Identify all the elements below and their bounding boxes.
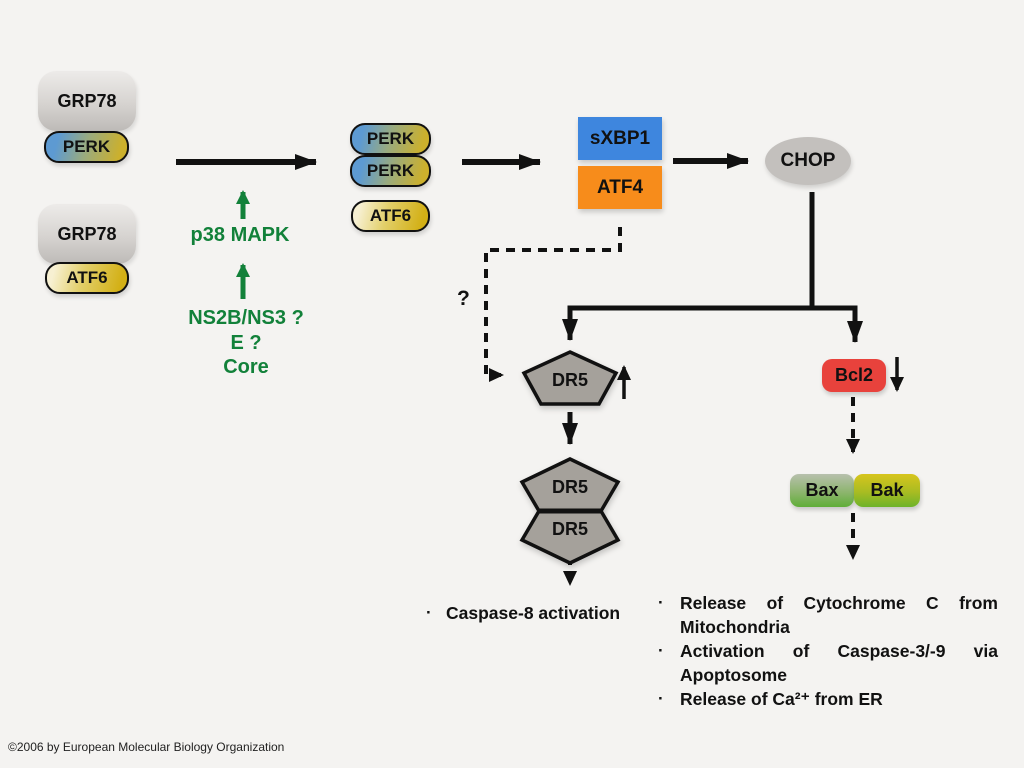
e-protein-label: E ? xyxy=(230,332,262,354)
copyright-notice: ©2006 by European Molecular Biology Orga… xyxy=(8,740,285,754)
p38-mapk-label: p38 MAPK xyxy=(190,224,290,246)
dr5-label: DR5 xyxy=(551,370,588,390)
list-bullet: · xyxy=(658,641,664,660)
ns2b-ns3-label: NS2B/NS3 ? xyxy=(188,307,304,329)
uncertainty-question-mark: ? xyxy=(457,287,470,310)
caspase8-text: Caspase-8 activation xyxy=(446,603,621,623)
atf4-box: ATF4 xyxy=(578,166,662,209)
sxbp1-box: sXBP1 xyxy=(578,117,662,160)
chop-ellipse: CHOP xyxy=(765,137,851,185)
caspase8-outcome-line: · Caspase-8 activation xyxy=(426,603,666,624)
mitochondrial-outcomes-list: · Release of Cytochrome C from Mitochond… xyxy=(658,591,998,711)
grp78-perk-complex-grp78-box: GRP78 xyxy=(38,71,136,131)
dr5-dimer-bottom-label: DR5 xyxy=(551,519,588,539)
outcome-caspase-3-9: Activation of Caspase-3/-9 via Apoptosom… xyxy=(680,641,998,685)
list-item: · Activation of Caspase-3/-9 via Apoptos… xyxy=(658,639,998,687)
bak-box: Bak xyxy=(854,474,920,507)
list-bullet: · xyxy=(658,593,664,612)
bax-box: Bax xyxy=(790,474,854,507)
outcome-calcium-release: Release of Ca²⁺ from ER xyxy=(680,689,883,709)
grp78-bound-perk-pill: PERK xyxy=(44,131,129,163)
perk-dimer-pill-2: PERK xyxy=(350,155,431,187)
dashed-arrow-atf4-to-dr5 xyxy=(484,227,622,382)
list-item: · Release of Ca²⁺ from ER xyxy=(658,687,998,711)
list-item: · Release of Cytochrome C from Mitochond… xyxy=(658,591,998,639)
dr5-dimer-top-label: DR5 xyxy=(551,477,588,497)
bcl2-box: Bcl2 xyxy=(822,359,886,392)
core-protein-label: Core xyxy=(223,356,269,378)
caspase8-bullet: · xyxy=(426,603,432,622)
list-bullet: · xyxy=(658,689,664,708)
perk-dimer-pill-1: PERK xyxy=(350,123,431,155)
outcome-cytochrome-c: Release of Cytochrome C from Mitochondri… xyxy=(680,593,998,637)
grp78-bound-atf6-pill: ATF6 xyxy=(45,262,129,294)
grp78-atf6-complex-grp78-box: GRP78 xyxy=(38,204,136,264)
dr5-pentagon xyxy=(521,350,619,406)
free-atf6-pill: ATF6 xyxy=(351,200,430,232)
